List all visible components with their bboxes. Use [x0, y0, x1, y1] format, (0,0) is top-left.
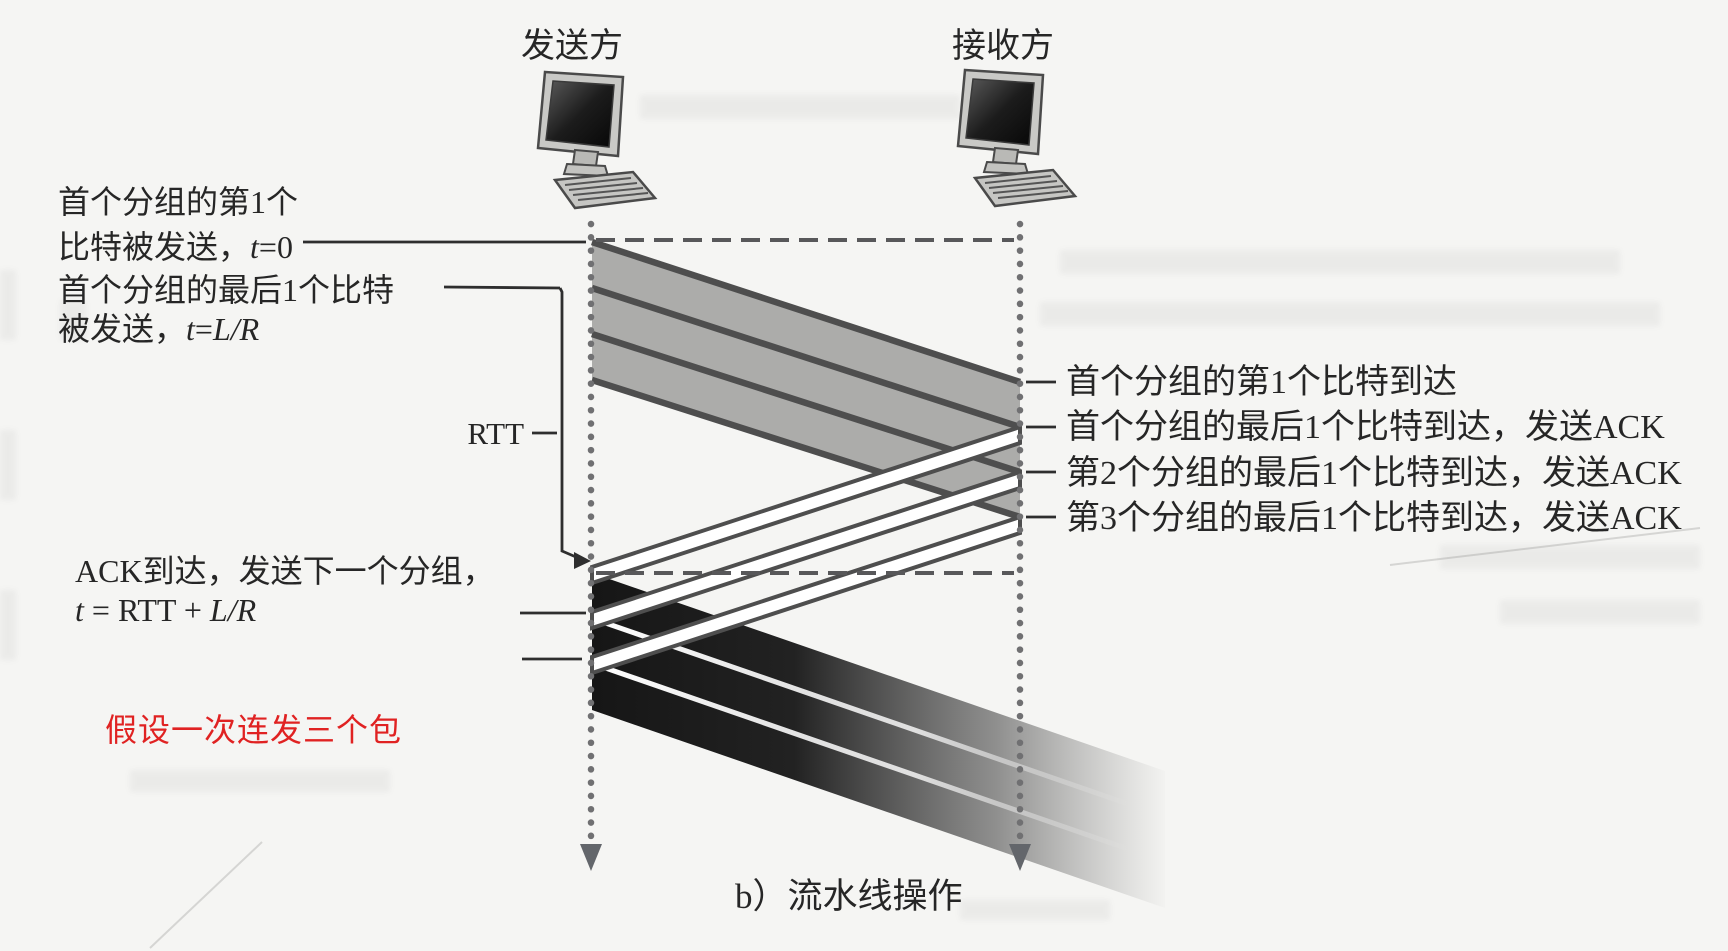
equals-sign: = [195, 311, 213, 347]
packet1-first-bit-line [590, 238, 1022, 386]
first-bit-sent-line2: 比特被发送，t=0 [58, 229, 293, 265]
lr-fraction: L/R [209, 592, 257, 628]
first-bit-sent-line1: 首个分组的第1个 [58, 184, 298, 220]
red-note-annotation: 假设一次连发三个包 [105, 712, 402, 748]
sender-computer-icon [536, 70, 657, 210]
scan-crease [149, 527, 1701, 949]
last-bit-sent-line2-prefix: 被发送， [58, 311, 186, 347]
lr-fraction: L/R [212, 311, 260, 347]
time-var-t: t [250, 229, 260, 265]
receiver-label: 接收方 [952, 27, 1054, 65]
rtt-bracket-arrow-icon [574, 552, 591, 569]
last-bit-sent-line1: 首个分组的最后1个比特 [58, 272, 394, 308]
receiver-computer-icon [956, 68, 1077, 208]
left-annotation-ack-arrival: ACK到达，发送下一个分组， t = RTT + L/R [75, 553, 495, 628]
last-bit-sent-line2: 被发送，t=L/R [58, 311, 260, 347]
right-annotation-1: 首个分组的第1个比特到达 [1066, 363, 1457, 401]
left-annotation-first-bit-sent: 首个分组的第1个 比特被发送，t=0 [58, 184, 298, 265]
tlr-pointer-line [443, 285, 561, 290]
first-packet-burst [590, 238, 1022, 521]
time-var-t: t [186, 311, 196, 347]
scan-artifact [0, 95, 1700, 920]
packet1-last-bit-line [590, 284, 1022, 431]
sender-timeline-arrow-icon [580, 844, 602, 871]
second-packet-burst [592, 573, 1165, 908]
pointer-lines [303, 240, 1056, 661]
right-annotation-2: 首个分组的最后1个比特到达，发送ACK [1066, 408, 1665, 446]
right-annotation-4: 第3个分组的最后1个比特到达，发送ACK [1066, 499, 1682, 537]
receiver-timeline-arrow-icon [1009, 844, 1031, 871]
rtt-bracket [558, 287, 577, 559]
ack2-band [590, 469, 1022, 631]
ack-arrival-line1: ACK到达，发送下一个分组， [75, 553, 495, 589]
ack-arrival-line2: t = RTT + L/R [75, 592, 257, 628]
rtt-label: RTT [467, 416, 524, 451]
ack-bands [590, 424, 1022, 676]
second-burst-separator [593, 661, 1161, 863]
timelines [580, 220, 1031, 871]
time-var-t: t [75, 592, 85, 628]
figure-caption: b）流水线操作 [735, 877, 963, 916]
right-annotation-3: 第2个分组的最后1个比特到达，发送ACK [1066, 454, 1682, 492]
right-annotations: 首个分组的第1个比特到达 首个分组的最后1个比特到达，发送ACK 第2个分组的最… [1066, 363, 1682, 537]
left-annotation-last-bit-sent: 首个分组的最后1个比特 被发送，t=L/R [58, 272, 394, 347]
first-bit-sent-line2-prefix: 比特被发送， [58, 229, 250, 265]
time-value: =0 [259, 229, 293, 265]
sender-label: 发送方 [521, 27, 623, 65]
second-burst-separator [593, 616, 1161, 818]
rtt-plus: = RTT + [84, 592, 210, 628]
